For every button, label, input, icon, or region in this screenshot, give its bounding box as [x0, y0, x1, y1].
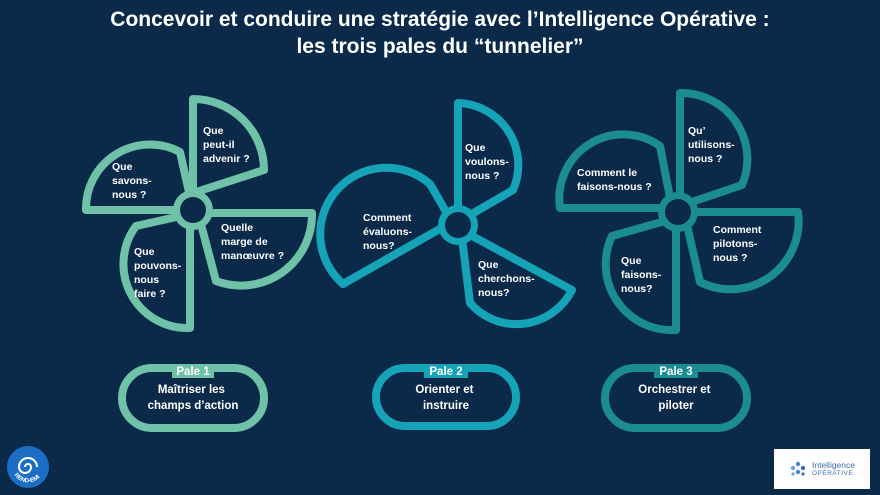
pale-1-blade-top-text: Que peut-il advenir ?: [203, 125, 250, 165]
pale-1-blade-left: [81, 140, 197, 214]
pale-2-blade-top: [454, 99, 523, 226]
pale-3-label: Pale 3: [659, 366, 692, 378]
intelligence-operative-logo: Intelligence OPÉRATIVE: [774, 449, 870, 489]
pale-2-blade-top-text: Que voulons- nous ?: [465, 142, 512, 182]
title-line-1: Concevoir et conduire une stratégie avec…: [110, 8, 770, 31]
pale-1-blade-bottom-text: Que pouvons- nous faire ?: [134, 246, 184, 300]
pale-3-hub-center: [665, 199, 691, 225]
pale-1-description: Maîtriser les champs d’action: [148, 384, 239, 412]
pale-3-blade-bottom: [601, 214, 680, 335]
pale-3-propeller: [555, 88, 803, 335]
dots-cluster-icon: [790, 461, 806, 476]
pale-2-propeller: [316, 99, 576, 329]
pale-3-description: Orchestrer et piloter: [638, 384, 713, 412]
pale-1-blade-top: [189, 95, 268, 197]
logo-line-1: Intelligence: [811, 459, 855, 470]
pale-1-blade-right-text: Quelle marge de manœuvre ?: [221, 222, 284, 262]
pale-1-card: Pale 1 Maîtriser les champs d’action: [118, 364, 268, 432]
pale-3-blade-left-text: Comment le faisons-nous ?: [577, 167, 652, 193]
pale-1-blade-left-text: Que savons- nous ?: [112, 161, 155, 201]
pale-1-blade-bottom: [119, 210, 194, 333]
pale-1-hub-center: [180, 197, 206, 223]
pale-1-blade-right: [194, 209, 317, 290]
title-line-2: les trois pales du “tunnelier”: [296, 35, 584, 58]
pale-2-blade-right: [457, 226, 576, 329]
pale-2-blade-left: [316, 163, 456, 288]
pale-3-blade-right: [680, 208, 803, 294]
pale-1-propeller: [81, 95, 317, 333]
pale-2-blade-left-text: Comment évaluons- nous?: [363, 212, 415, 252]
pale-1-label: Pale 1: [176, 366, 210, 378]
logo-line-2: OPÉRATIVE: [811, 469, 854, 477]
pale-2-description: Orienter et instruire: [415, 384, 476, 412]
pale-3-card: Pale 3 Orchestrer et piloter: [601, 364, 751, 432]
pale-2-hub-center: [445, 212, 471, 238]
spiral-logo-icon: REND-EMI: [8, 447, 48, 487]
pale-3-blade-right-text: Comment pilotons- nous ?: [713, 224, 764, 264]
pale-3-blade-top: [676, 88, 752, 210]
pale-3-blade-top-text: Qu’ utilisons- nous ?: [688, 125, 738, 165]
pale-2-blade-right-text: Que cherchons- nous?: [478, 259, 538, 299]
page-title: Concevoir et conduire une stratégie avec…: [0, 6, 880, 60]
pale-2-label: Pale 2: [429, 366, 462, 378]
pale-3-blade-left: [555, 130, 676, 212]
rend-emi-logo: REND-EMI: [7, 446, 49, 488]
pale-2-card: Pale 2 Orienter et instruire: [372, 364, 520, 430]
pale-3-blade-bottom-text: Que faisons- nous?: [621, 255, 664, 295]
